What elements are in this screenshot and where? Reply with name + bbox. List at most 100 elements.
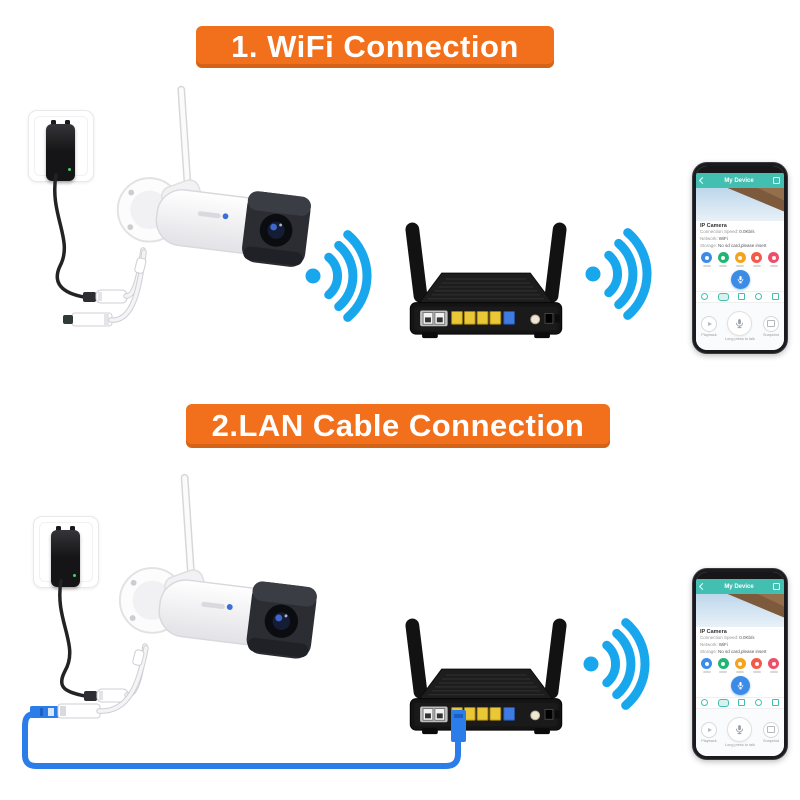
device-info: IP Camera Connection Speed:0.0Kb/s Netwo…: [696, 221, 784, 250]
phone-status-bar: [696, 572, 784, 579]
app-title: My Device: [724, 583, 754, 590]
dc-socket-band: [98, 292, 102, 301]
bottom-controls: Playback Long press to talk Snapshot: [696, 302, 784, 350]
talk-hold-button: [727, 311, 753, 337]
feature-label: [752, 670, 761, 673]
toolbar: [696, 696, 784, 709]
dc-plug-2: [84, 691, 97, 701]
lan-plug-camera-end: [30, 706, 59, 718]
toolbar-icon: [755, 293, 763, 301]
power-adapter-2: [51, 530, 80, 587]
toolbar-icon: [772, 699, 780, 707]
playback-label: Playback: [701, 332, 717, 337]
wifi-signal-icon: [580, 224, 680, 324]
feature-label: [736, 670, 744, 673]
lan-plug-detail: [40, 708, 43, 716]
phone-screen: My Device IP Camera Connection Speed:0.0…: [696, 166, 784, 350]
app-title: My Device: [724, 177, 754, 184]
lan-pigtail-band: [60, 706, 66, 716]
cloud-icon: [701, 252, 712, 264]
section-1-title: 1. WiFi Connection: [196, 26, 554, 68]
info-line: Connection Speed:0.0Kb/s: [700, 635, 755, 640]
feature-label: [702, 264, 711, 267]
lan-plug-detail: [48, 708, 54, 716]
toolbar-icon: [755, 699, 763, 707]
feature-buttons: [696, 250, 784, 268]
feature-label: [769, 264, 778, 267]
toolbar-icon: [700, 699, 708, 707]
feature-label: [736, 264, 744, 267]
pigtail-collar-1: [134, 257, 147, 274]
power-adapter-1: [46, 124, 75, 181]
app-header: My Device: [696, 173, 784, 188]
roof-image: [734, 188, 784, 203]
feature-label: [702, 670, 711, 673]
wifi-signal-icon: [300, 226, 400, 326]
snapshot-label: Snapshot: [762, 738, 779, 743]
smartphone-2: My Device IP Camera Connection Speed:0.0…: [692, 568, 788, 760]
snapshot-icon: [766, 726, 775, 734]
toolbar-icon: [772, 293, 780, 301]
talk-button: [730, 675, 750, 695]
bell-icon: [734, 658, 746, 670]
wifi-signal-icon: [578, 614, 678, 714]
dc-plug-1: [83, 292, 96, 302]
toolbar-icon-selected: [717, 698, 729, 707]
playback-button: [701, 315, 717, 332]
talk-hint-label: Long press to talk: [724, 337, 755, 342]
section-2-title: 2.LAN Cable Connection: [186, 404, 610, 448]
smartphone-1: My Device IP Camera Connection Speed:0.0…: [692, 162, 788, 354]
info-line: Connection Speed:0.0Kb/s: [700, 229, 755, 234]
speaker-icon: [773, 177, 780, 184]
pigtail-collar-2: [132, 649, 145, 666]
phone-status-bar: [696, 166, 784, 173]
device-title: IP Camera: [700, 629, 727, 635]
microphone-icon: [736, 681, 745, 690]
speaker-icon: [773, 583, 780, 590]
info-line: Storage:No sd card,please insert: [700, 242, 767, 248]
microphone-icon: [734, 724, 745, 735]
toolbar-icon-selected: [717, 292, 729, 301]
camera-preview: [696, 594, 784, 627]
app-header: My Device: [696, 579, 784, 594]
feature-label: [719, 670, 728, 673]
feature-label: [752, 264, 761, 267]
bottom-controls: Playback Long press to talk Snapshot: [696, 708, 784, 756]
feature-label: [719, 264, 728, 267]
lan-plug-detail: [454, 714, 463, 718]
camera-preview: [696, 188, 784, 221]
info-line: Storage:No sd card,please insert: [700, 648, 767, 654]
toolbar-icon: [738, 699, 746, 707]
info-line: Network:WiFi: [700, 235, 728, 241]
playback-label: Playback: [701, 738, 717, 743]
info-line: Network:WiFi: [700, 641, 728, 647]
alert-icon: [768, 658, 779, 670]
toolbar-icon: [738, 293, 746, 301]
talk-button: [730, 269, 750, 289]
feature-label: [769, 670, 778, 673]
toolbar: [696, 290, 784, 303]
phone-screen: My Device IP Camera Connection Speed:0.0…: [696, 572, 784, 756]
play-icon: [707, 321, 712, 326]
device-info: IP Camera Connection Speed:0.0Kb/s Netwo…: [696, 627, 784, 656]
snapshot-label: Snapshot: [762, 332, 779, 337]
power-cable-1: [53, 173, 86, 299]
talk-hint-label: Long press to talk: [724, 743, 755, 748]
alert-icon: [768, 252, 779, 264]
microphone-icon: [736, 275, 745, 284]
device-title: IP Camera: [700, 223, 727, 229]
snapshot-button: [762, 315, 779, 332]
talk-hold-button: [727, 717, 753, 743]
snapshot-icon: [766, 320, 775, 328]
bell-icon: [734, 252, 746, 264]
lan-cable: [22, 711, 461, 769]
wall-outlet-2: [33, 516, 99, 588]
alarm-icon: [751, 252, 763, 264]
roof-image: [734, 594, 784, 609]
record-icon: [717, 252, 729, 264]
lan-pigtail-cap: [63, 315, 73, 324]
toolbar-icon: [700, 293, 708, 301]
record-icon: [717, 658, 729, 670]
